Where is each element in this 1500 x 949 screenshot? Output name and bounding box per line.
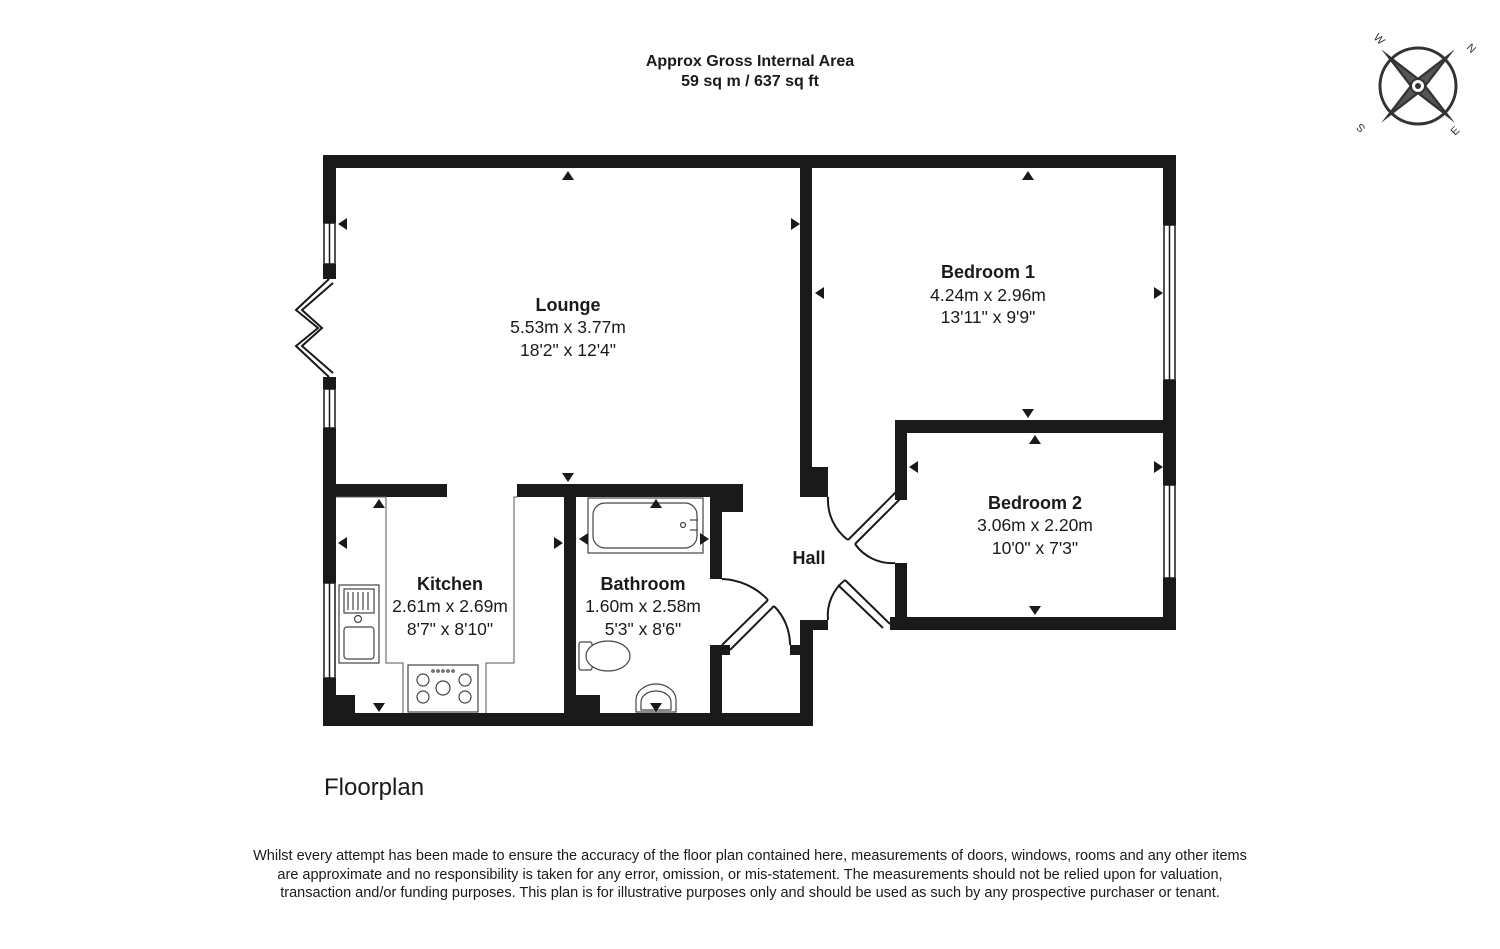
walls [323,155,1176,726]
dimension-arrows [338,171,1163,712]
kitchen-metric: 2.61m x 2.69m [392,596,508,616]
disclaimer-text: Whilst every attempt has been made to en… [253,848,1247,901]
compass-w: W [1371,32,1387,48]
lounge-imperial: 18'2" x 12'4" [520,340,616,360]
area-value: 59 sq m / 637 sq ft [681,73,819,90]
bedroom2-imperial: 10'0" x 7'3" [992,538,1078,558]
doors [294,278,902,651]
bedroom1-name: Bedroom 1 [941,262,1035,282]
hob-icon [407,664,479,713]
bathroom-metric: 1.60m x 2.58m [585,596,701,616]
sink-icon [338,584,380,664]
bedroom2-name: Bedroom 2 [988,493,1082,513]
lounge-name: Lounge [536,295,601,315]
toilet-icon [578,640,631,672]
kitchen-name: Kitchen [417,574,483,594]
hall-name: Hall [792,548,825,568]
bathroom-imperial: 5'3" x 8'6" [605,619,682,639]
area-label: Approx Gross Internal Area [645,53,855,70]
windows [323,222,1176,679]
floor-label: Floorplan [324,774,425,801]
compass-s: S [1354,121,1368,135]
lounge-metric: 5.53m x 3.77m [510,317,626,337]
compass-n: N [1464,42,1478,56]
bedroom1-imperial: 13'11" x 9'9" [941,307,1036,327]
bath-icon [587,497,704,554]
kitchen-imperial: 8'7" x 8'10" [407,619,493,639]
compass-e: E [1449,124,1463,138]
bathroom-name: Bathroom [601,574,686,594]
bedroom2-metric: 3.06m x 2.20m [977,515,1093,535]
kitchen-counter [336,496,517,713]
compass-icon [1378,46,1458,126]
bedroom1-metric: 4.24m x 2.96m [930,285,1046,305]
basin-icon [635,683,677,713]
